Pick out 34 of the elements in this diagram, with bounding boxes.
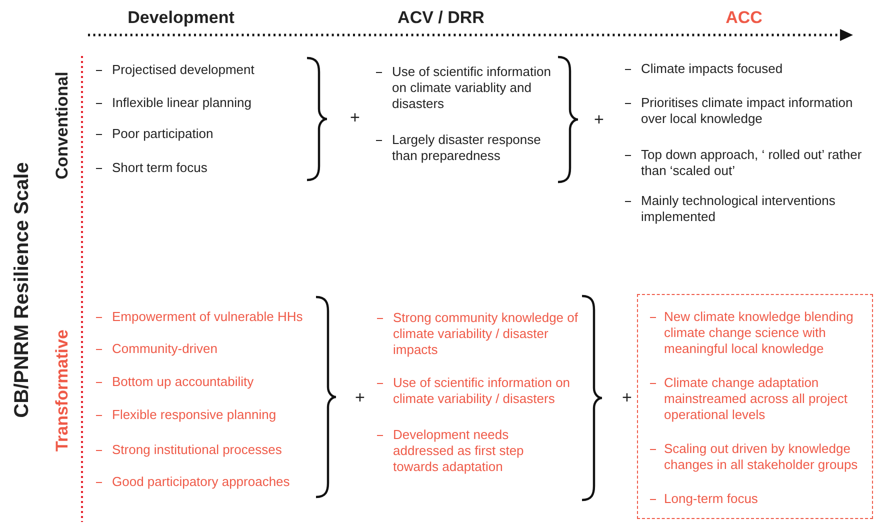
list-item: Climate change adaptation mainstreamed across all project operational levels bbox=[664, 375, 849, 423]
list-item: Bottom up accountability bbox=[112, 374, 255, 390]
list-item: Mainly technological interventions implemented bbox=[641, 193, 836, 225]
column-heading: ACC bbox=[724, 8, 764, 28]
list-item: Use of scientific information on climate variability / disasters bbox=[393, 375, 572, 407]
list-item: New climate knowledge blending climate change science with meaningful local knowledge bbox=[664, 309, 854, 357]
row-heading: Conventional bbox=[52, 70, 72, 181]
list-item: Projectised development bbox=[112, 62, 256, 78]
list-item: Empowerment of vulnerable HHs bbox=[112, 309, 304, 325]
list-item: Largely disaster response than preparedness bbox=[392, 132, 542, 164]
list-item: Short term focus bbox=[112, 160, 208, 176]
plus-sign: + bbox=[622, 388, 632, 408]
list-item: Good participatory approaches bbox=[112, 474, 291, 490]
list-item: Flexible responsive planning bbox=[112, 407, 278, 423]
axis-title: CB/PNRM Resilience Scale bbox=[10, 161, 34, 420]
plus-sign: + bbox=[350, 108, 360, 128]
plus-sign: + bbox=[355, 388, 365, 408]
row-heading: Transformative bbox=[52, 328, 72, 454]
list-item: Development needs addressed as first step towards adaptation bbox=[393, 427, 525, 475]
dashed-box bbox=[637, 294, 873, 519]
column-heading: ACV / DRR bbox=[396, 8, 486, 28]
list-item: Poor participation bbox=[112, 126, 214, 142]
list-item: Top down approach, ‘ rolled out’ rather than ‘scaled out’ bbox=[641, 147, 863, 179]
list-item: Long-term focus bbox=[664, 491, 759, 507]
list-item: Scaling out driven by knowledge changes in all stakeholder groups bbox=[664, 441, 859, 473]
plus-sign: + bbox=[594, 110, 604, 130]
list-item: Inflexible linear planning bbox=[112, 95, 252, 111]
list-item: Prioritises climate impact information over local knowledge bbox=[641, 95, 854, 127]
list-item: Use of scientific information on climate variablity and disasters bbox=[392, 64, 552, 112]
list-item: Strong community knowledge of climate variability / disaster impacts bbox=[393, 310, 578, 358]
column-heading: Development bbox=[126, 8, 236, 28]
list-item: Strong institutional processes bbox=[112, 442, 283, 458]
list-item: Community-driven bbox=[112, 341, 218, 357]
list-item: Climate impacts focused bbox=[641, 61, 784, 77]
